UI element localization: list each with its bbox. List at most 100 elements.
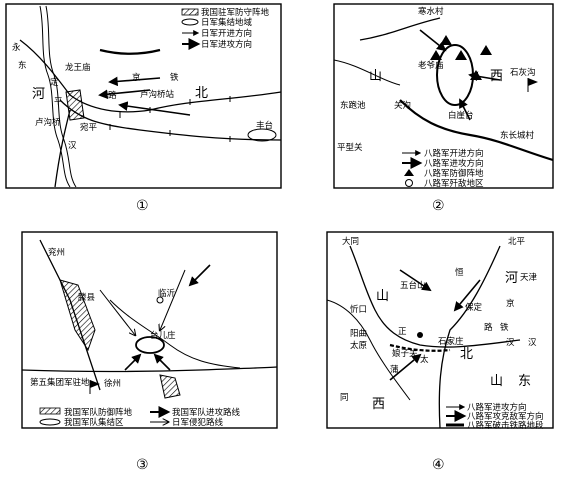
legend-2-2: 八路军进攻方向 (424, 158, 484, 169)
place-wutaishan: 五台山 (400, 280, 426, 291)
map-4-attack-arrow-3 (389, 353, 422, 381)
map-4-legend: 八路军进攻方向 八路军攻克敌军方向 八路军破击铁路地段 (446, 402, 544, 431)
map-4-caption: ④ (432, 457, 445, 473)
map-2-legend: 八路军开进方向 八路军进攻方向 八路军防御阵地 八路军歼敌地区 (402, 148, 484, 189)
map-2-attack-arrow-1 (468, 71, 501, 81)
defense-area-west (59, 279, 96, 352)
map-3-taierzhuang: 我国军队防御阵地 我国军队集结区 我国军队进攻路线 日军侵犯路线 兖州 滕县 临… (21, 231, 278, 473)
place-lu: 路 (108, 90, 117, 101)
map-1-luguoqiao: 我国驻军防守阵地 日军集结地域 日军开进方向 日军进攻方向 龙王庙 卢沟桥 宛平… (5, 3, 282, 214)
yongding-river (39, 5, 71, 188)
place-yanzhou: 兖州 (48, 247, 65, 258)
place-wanping: 宛平 (80, 122, 98, 133)
place-linyi: 临沂 (158, 288, 176, 299)
place-laoyemiao: 老爷庙 (418, 60, 444, 71)
chinese-attack-1 (124, 353, 142, 371)
linyi-dot (156, 296, 164, 304)
defense-area-south (159, 374, 181, 399)
place-ding: 定 (50, 77, 59, 88)
map-4-attack-arrow-2 (453, 279, 481, 312)
legend-3-4: 日军侵犯路线 (172, 417, 224, 428)
place-shijiazhuang: 石家庄 (438, 336, 464, 347)
map-4-attack-arrow-1 (399, 269, 432, 292)
place-han-4: 汉 (506, 338, 515, 348)
grand-canal (109, 299, 241, 369)
map-2-road-north (359, 17, 441, 41)
legend-2-3: 八路军防御阵地 (424, 168, 484, 179)
place-longwangmiao: 龙王庙 (65, 62, 91, 73)
defense-position (65, 89, 85, 121)
region-he: 河 (32, 87, 45, 102)
legend-4-1: 八路军进攻方向 (467, 402, 527, 413)
place-pingxingguan: 平型关 (337, 142, 363, 153)
place-lu-4: 路 (484, 322, 493, 333)
map-4-zhengtai-railway (389, 343, 451, 352)
region-bei: 北 (195, 86, 208, 101)
chinese-attack-2 (153, 353, 171, 371)
legend-2-1: 八路军开进方向 (424, 148, 484, 159)
place-jing-4: 京 (506, 298, 515, 309)
place-baiyatai: 白崖台 (448, 110, 474, 121)
place-baoding: 保定 (465, 302, 483, 313)
legend-3-1: 我国军队防御阵地 (64, 407, 133, 418)
place-luguoqiao: 卢沟桥 (35, 117, 61, 128)
place-han2-4: 汉 (528, 338, 537, 348)
place-guangou: 关沟 (394, 100, 411, 111)
place-tong: 同 (340, 393, 349, 403)
place-yong: 永 (12, 42, 21, 53)
place-ping: 平 (54, 97, 63, 107)
legend-1-1: 我国驻军防守阵地 (201, 7, 270, 18)
japanese-staging-area (247, 128, 277, 142)
place-beiping: 北平 (508, 237, 526, 247)
map-2-river (333, 59, 401, 86)
map-4-rail-tongpu (349, 245, 521, 348)
map-2-attack-arrow-3 (459, 98, 471, 121)
map-3-frame (21, 231, 278, 429)
place-tengxian: 滕县 (78, 292, 96, 303)
railway-ticks (109, 96, 231, 142)
place-tie: 铁 (170, 72, 179, 83)
map-2-attack-arrow-2 (419, 29, 447, 52)
map-4-niangziguan-dot (417, 332, 423, 338)
place-yangqu: 阳曲 (350, 328, 367, 339)
place-taiyuan: 太原 (350, 340, 367, 351)
place-tianjin: 天津 (520, 272, 538, 283)
map-4-river (326, 299, 411, 401)
place-fengtai: 丰台 (256, 120, 273, 131)
region-bei-4: 北 (460, 347, 473, 362)
map-4-hundred-regiments: 八路军进攻方向 八路军攻克敌军方向 八路军破击铁路地段 大同 北平 天津 河 恒… (326, 231, 554, 473)
map-2-caption: ② (432, 198, 445, 214)
map-3-caption: ③ (136, 457, 149, 473)
taierzhuang-area (135, 336, 165, 354)
map-1-caption: ① (136, 198, 149, 214)
japanese-route-1 (99, 289, 135, 335)
place-hanshuicun: 寒水村 (418, 6, 444, 17)
place-xinzhou: 忻口 (350, 304, 367, 315)
railway-3 (54, 109, 71, 188)
japanese-advance-arrow-2 (98, 89, 151, 100)
map-2-flag (528, 78, 538, 86)
place-taierzhuang: 台儿庄 (150, 330, 176, 341)
yongding-river-bank (45, 5, 77, 188)
place-pu: 蒲 (390, 364, 399, 375)
railway-1 (19, 39, 282, 113)
region-xi-4: 西 (372, 397, 385, 412)
region-he-4: 河 (505, 271, 518, 286)
place-shihuigou: 石灰沟 (510, 67, 536, 78)
japanese-advance-arrow-1 (108, 76, 161, 87)
map-1-legend: 我国驻军防守阵地 日军集结地域 日军开进方向 日军进攻方向 (180, 6, 280, 52)
place-tie-4: 铁 (500, 322, 509, 333)
legend-2-4: 八路军歼敌地区 (424, 178, 484, 189)
place-tai: 太 (420, 354, 429, 365)
map-2-road-south (399, 99, 554, 162)
region-shan-east: 山 (490, 374, 503, 389)
place-zheng: 正 (398, 327, 407, 337)
place-jing: 京 (132, 72, 141, 83)
region-xi: 西 (490, 69, 503, 84)
road-segment (99, 48, 161, 55)
longhai-railway (21, 366, 278, 373)
place-han: 汉 (68, 141, 77, 151)
region-shan: 山 (369, 69, 382, 84)
